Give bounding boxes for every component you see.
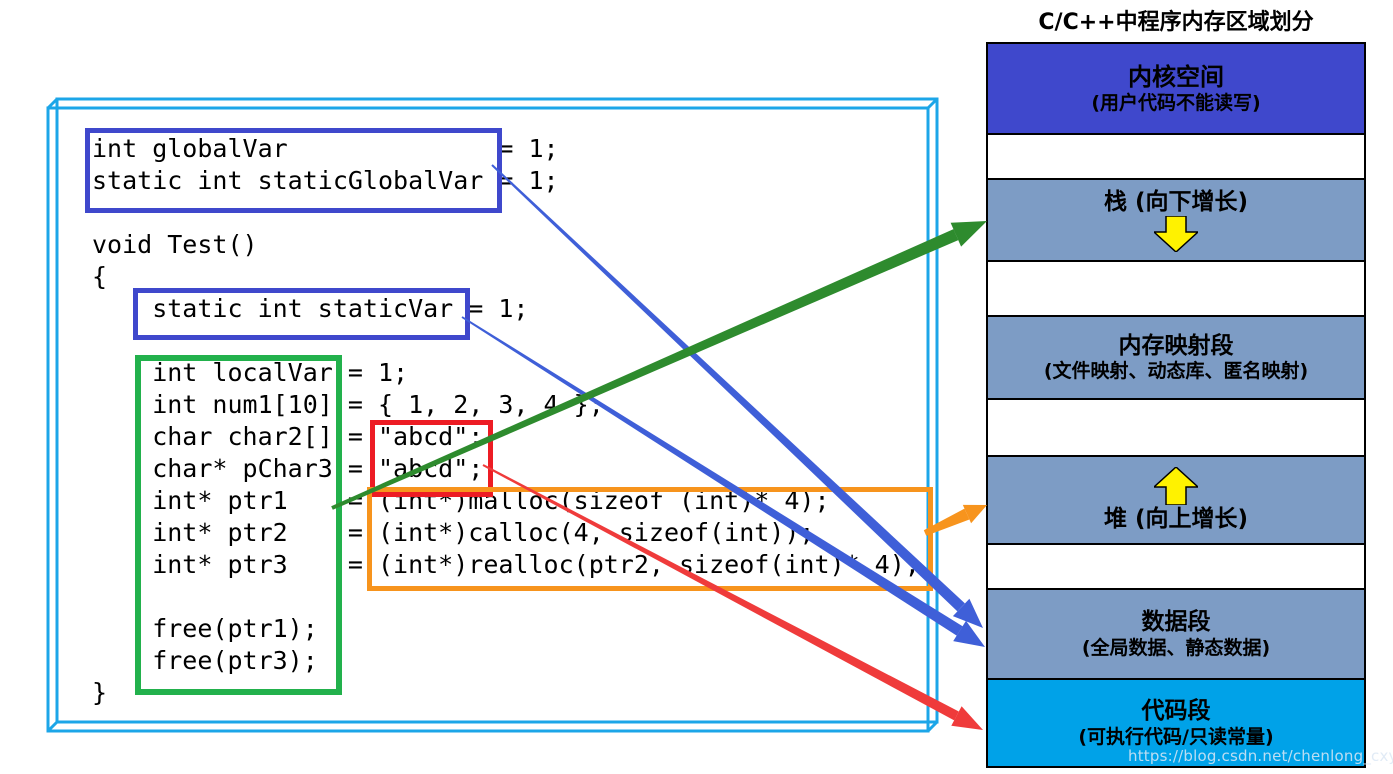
memory-section-sublabel: (用户代码不能读写): [1091, 92, 1261, 115]
memory-section-label: 代码段: [1141, 698, 1211, 725]
memory-section-kernel: 内核空间(用户代码不能读写): [986, 42, 1366, 135]
global-vars-box: [85, 128, 502, 213]
memory-section-data: 数据段(全局数据、静态数据): [986, 590, 1366, 680]
code-line: int globalVar = 1;: [92, 134, 559, 163]
memory-section-label: 堆 (向上增长): [1103, 505, 1249, 532]
watermark: https://blog.csdn.net/chenlong_cxy: [1128, 747, 1393, 765]
memory-section-codeseg: 代码段(可执行代码/只读常量): [986, 680, 1366, 768]
diagram-title: C/C++中程序内存区域划分: [1038, 10, 1314, 35]
memory-section-stack: 栈 (向下增长): [986, 180, 1366, 262]
memory-section-label: 内存映射段: [1118, 332, 1234, 359]
memory-section-gap2: [986, 262, 1366, 317]
memory-section-gap1: [986, 135, 1366, 180]
memory-section-mmap: 内存映射段(文件映射、动态库、匿名映射): [986, 317, 1366, 400]
memory-section-heap: 堆 (向上增长): [986, 457, 1366, 545]
memory-section-sublabel: (全局数据、静态数据): [1081, 636, 1271, 659]
code-line: free(ptr3);: [92, 646, 318, 675]
memory-section-gap3: [986, 400, 1366, 457]
malloc-box: [367, 487, 933, 591]
memory-section-gap4: [986, 545, 1366, 590]
code-line: free(ptr1);: [92, 614, 318, 643]
local-vars-box: [135, 355, 342, 695]
memory-section-label: 栈 (向下增长): [1103, 188, 1249, 215]
arrow-malloc-to-heap: [923, 504, 987, 536]
code-line: {: [92, 262, 108, 291]
static-var-box: [133, 288, 470, 340]
memory-section-label: 数据段: [1141, 609, 1211, 636]
memory-section-sublabel: (可执行代码/只读常量): [1078, 725, 1274, 748]
grow-up-arrow-icon: [1154, 466, 1198, 505]
string-const-box: [370, 420, 493, 497]
memory-section-label: 内核空间: [1128, 63, 1224, 92]
grow-down-arrow-icon: [1154, 216, 1198, 253]
memory-section-sublabel: (文件映射、动态库、匿名映射): [1043, 360, 1309, 383]
code-line: void Test(): [92, 230, 258, 259]
code-line: }: [92, 678, 108, 707]
